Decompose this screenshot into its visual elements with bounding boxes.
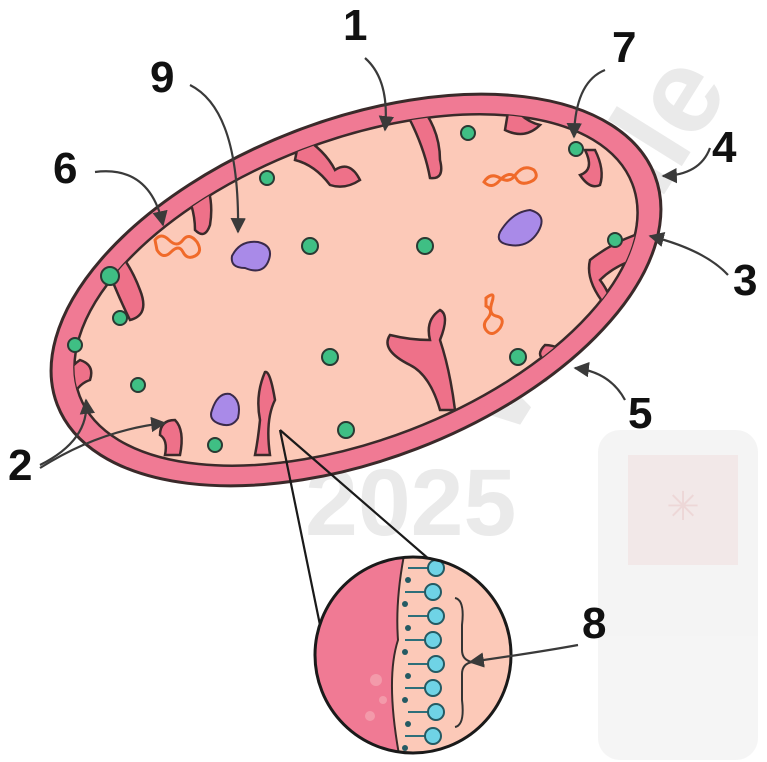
- label-3: 3: [733, 256, 757, 305]
- ribosome: [338, 422, 354, 438]
- lipid-head: [428, 704, 444, 720]
- ribosome: [322, 349, 338, 365]
- lipid-head-small: [402, 649, 408, 655]
- lipid-head: [428, 752, 444, 762]
- svg-text:✳: ✳: [666, 485, 700, 529]
- label-9: 9: [150, 53, 174, 102]
- lipid-head-small: [402, 601, 408, 607]
- lipid-head: [425, 584, 441, 600]
- ribosome: [461, 126, 475, 140]
- ribosome: [68, 338, 82, 352]
- lipid-head-small: [402, 697, 408, 703]
- ribosome: [208, 438, 222, 452]
- label-5: 5: [628, 389, 652, 438]
- label-1: 1: [343, 1, 367, 50]
- membrane-zoom-inset: [300, 550, 530, 762]
- ribosome: [608, 233, 622, 247]
- lipid-head: [425, 728, 441, 744]
- ribosome: [101, 267, 119, 285]
- ribosome: [569, 142, 583, 156]
- lipid-head-small: [405, 577, 411, 583]
- lipid-head: [425, 632, 441, 648]
- lipid-head: [428, 656, 444, 672]
- ribosome: [302, 238, 318, 254]
- ribosome: [260, 171, 274, 185]
- label-2: 2: [8, 441, 32, 490]
- ribosome: [113, 311, 127, 325]
- lipid-head-small: [405, 721, 411, 727]
- ribosome: [417, 238, 433, 254]
- ribosome: [131, 378, 145, 392]
- lipid-head-small: [402, 745, 408, 751]
- label-6: 6: [53, 144, 77, 193]
- ribosome: [510, 349, 526, 365]
- lipid-head-small: [405, 673, 411, 679]
- lipid-head-small: [405, 625, 411, 631]
- label-7: 7: [612, 23, 636, 72]
- label-4: 4: [712, 123, 737, 172]
- lipid-head: [428, 608, 444, 624]
- label-8: 8: [582, 599, 606, 648]
- lipid-head: [425, 680, 441, 696]
